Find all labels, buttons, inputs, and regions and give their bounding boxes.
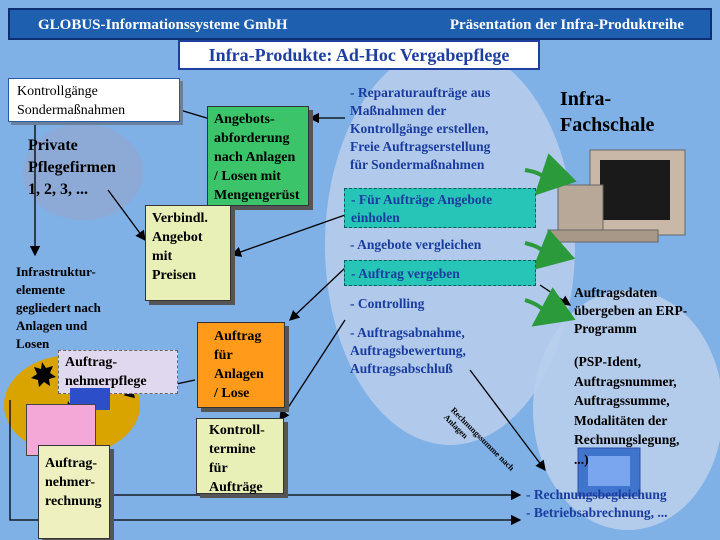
angebots-line: / Losen mit xyxy=(214,169,281,184)
kontroll-line: Kontrollgänge xyxy=(17,84,98,99)
pflege-line: nehmerpflege xyxy=(65,374,147,389)
auftrag-line: für xyxy=(214,348,233,363)
auftrag-line: Auftrag xyxy=(214,329,262,344)
termine-line: termine xyxy=(209,442,256,457)
step-line: für Sondermaßnahmen xyxy=(350,157,485,172)
rechnung-line: rechnung xyxy=(45,494,102,509)
verbindl-line: Preisen xyxy=(152,268,197,283)
auftrag-line: Anlagen xyxy=(214,367,264,382)
auftrag-line: / Lose xyxy=(214,386,250,401)
infra-line: Infra- xyxy=(560,88,612,110)
private-line: 1, 2, 3, ... xyxy=(28,181,88,198)
header-bar: GLOBUS-Informationssysteme GmbH Präsenta… xyxy=(8,8,712,40)
angebots-line: nach Anlagen xyxy=(214,150,296,165)
pflege-line: Auftrag- xyxy=(65,355,118,370)
slide-title: Infra-Produkte: Ad-Hoc Vergabepflege xyxy=(178,40,540,70)
auftragnehmerpflege-box: Auftrag- nehmerpflege xyxy=(58,350,178,394)
step-line: - Auftragsabnahme, xyxy=(350,325,465,340)
company-name: GLOBUS-Informationssysteme GmbH xyxy=(38,17,288,33)
psp-line: (PSP-Ident, xyxy=(574,354,642,369)
private-line: Private xyxy=(28,137,78,154)
psp-line: Modalitäten der xyxy=(574,412,668,428)
monitor-icon xyxy=(577,447,641,497)
termine-line: Kontroll- xyxy=(209,423,265,438)
private-line: Pflegefirmen xyxy=(28,159,116,176)
step-line: Freie Auftragserstellung xyxy=(350,139,491,154)
bottom-steps: - Rechnungsbegleichung - Betriebsabrechn… xyxy=(526,486,668,522)
verbindl-note: Verbindl. Angebot mit Preisen xyxy=(145,205,231,301)
step-line: Kontrollgänge erstellen, xyxy=(350,121,489,136)
infra-label: Infra- Fachschale xyxy=(560,86,654,138)
kontroll-box: Kontrollgänge Sondermaßnahmen xyxy=(8,78,180,122)
psp-line: Rechnungslegung, xyxy=(574,432,680,447)
psp-text: (PSP-Ident, Auftragsnummer, Auftragssumm… xyxy=(574,352,679,469)
infrastruktur-line: Infrastruktur- xyxy=(16,264,96,279)
infra-line: Fachschale xyxy=(560,114,655,136)
step-abnahme: - Auftragsabnahme, Auftragsbewertung, Au… xyxy=(350,324,466,378)
auftrag-note: Auftrag für Anlagen / Lose xyxy=(197,322,285,408)
step-reparatur: - Reparaturaufträge aus Maßnahmen der Ko… xyxy=(350,84,490,174)
rechnung-note: Auftrag- nehmer- rechnung xyxy=(38,445,110,539)
termine-line: Aufträge xyxy=(209,480,263,495)
erp-line: Auftragsdaten xyxy=(574,285,658,300)
infrastruktur-line: elemente xyxy=(16,282,66,297)
bottom-line: - Rechnungsbegleichung xyxy=(526,487,667,502)
erp-text: Auftragsdaten übergeben an ERP- Programm xyxy=(574,284,687,338)
erp-line: Programm xyxy=(574,321,637,336)
angebots-line: Mengengerüst xyxy=(214,188,300,203)
angebots-line: Angebots- xyxy=(214,112,275,127)
step-vergeben: - Auftrag vergeben xyxy=(344,260,536,286)
step-line: - Für Aufträge Angebote xyxy=(351,192,493,207)
verbindl-line: Verbindl. xyxy=(152,211,208,226)
step-controlling: - Controlling xyxy=(350,296,425,311)
step-line: Maßnahmen der xyxy=(350,103,447,118)
computer-icon xyxy=(547,149,686,243)
starburst-icon xyxy=(31,362,56,387)
central-ellipse xyxy=(325,45,575,445)
presentation-title: Präsentation der Infra-Produktreihe xyxy=(449,17,684,33)
psp-line: Auftragssumme, xyxy=(574,393,670,408)
erp-line: übergeben an ERP- xyxy=(574,303,688,318)
step-line: Auftragsabschluß xyxy=(350,361,453,376)
bottom-line: - Betriebsabrechnung, ... xyxy=(526,505,668,520)
rechnung-line: nehmer- xyxy=(45,475,96,490)
infrastruktur-line: gegliedert nach xyxy=(16,300,101,315)
termine-line: für xyxy=(209,461,228,476)
step-line: - Reparaturaufträge aus xyxy=(350,85,491,100)
step-line: Auftragsbewertung, xyxy=(350,343,466,358)
kontrolltermine-note: Kontroll- termine für Aufträge xyxy=(196,418,284,495)
verbindl-line: mit xyxy=(152,249,173,264)
step-vergleichen: - Angebote vergleichen xyxy=(350,237,482,252)
step-angebote-einholen: - Für Aufträge Angebote einholen xyxy=(344,188,536,228)
infrastruktur-line: Losen xyxy=(16,336,50,351)
private-firms: Private Pflegefirmen 1, 2, 3, ... xyxy=(28,135,116,201)
angebots-line: abforderung xyxy=(214,131,290,146)
verbindl-line: Angebot xyxy=(152,230,203,245)
psp-line: ...) xyxy=(574,451,589,467)
infrastruktur-text: Infrastruktur- elemente gegliedert nach … xyxy=(16,263,101,353)
step-line: einholen xyxy=(351,210,400,225)
psp-line: Auftragsnummer, xyxy=(574,373,677,389)
angebots-note: Angebots- abforderung nach Anlagen / Los… xyxy=(207,106,309,206)
rechnung-line: Auftrag- xyxy=(45,456,98,471)
infrastruktur-line: Anlagen und xyxy=(16,318,88,333)
kontroll-line: Sondermaßnahmen xyxy=(17,103,126,118)
